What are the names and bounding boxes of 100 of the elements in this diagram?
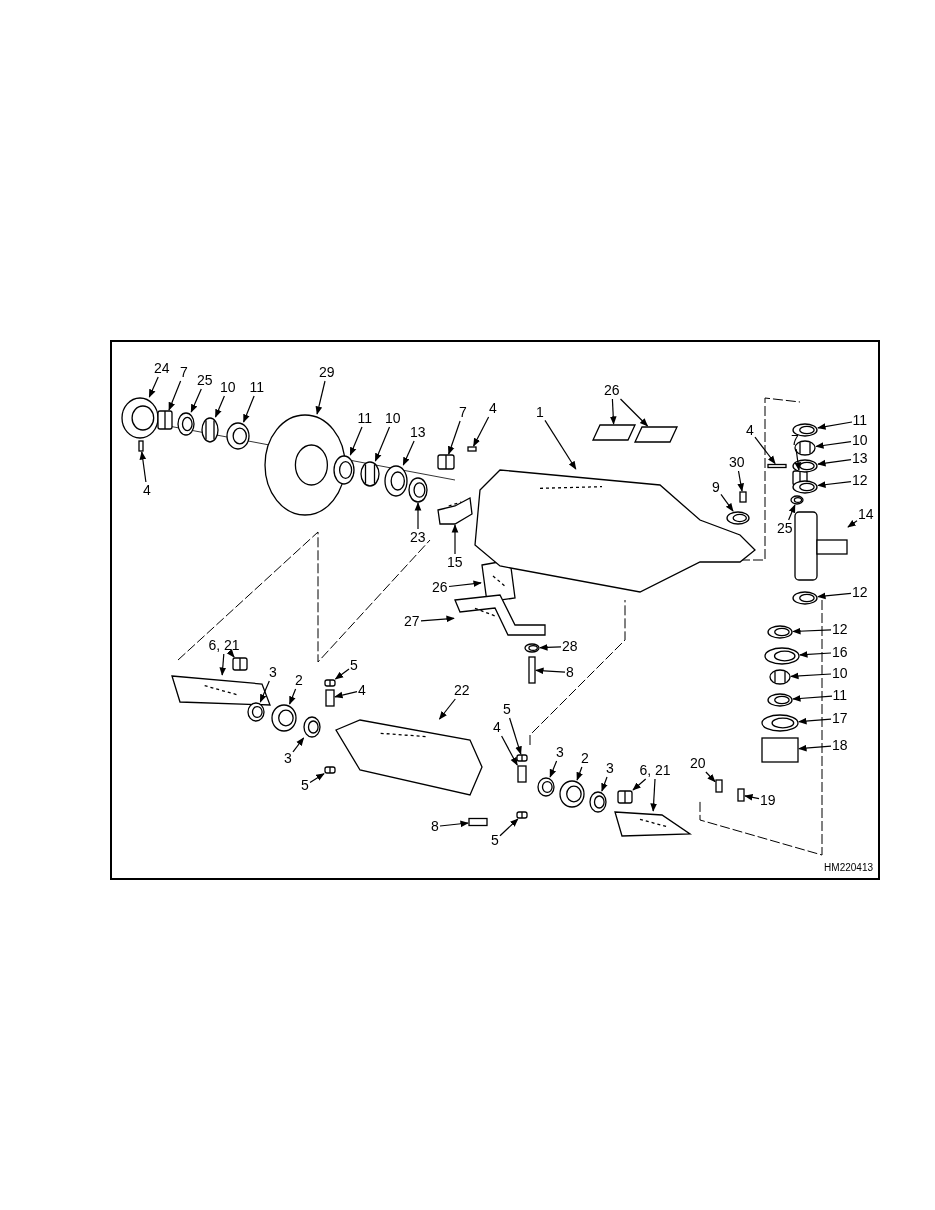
leader-line (817, 592, 852, 600)
bolt (528, 656, 536, 684)
leader-line (744, 794, 760, 801)
pin (325, 689, 335, 707)
callout-number: 26 (432, 579, 448, 595)
leader-line (817, 421, 853, 430)
castle-nut (157, 410, 173, 430)
leader-line (334, 668, 350, 680)
callout-number: 12 (852, 584, 868, 600)
callout-number: 5 (301, 777, 309, 793)
callout-number: 2 (295, 672, 303, 688)
bearing-cup (384, 465, 408, 497)
leader-line (792, 695, 833, 702)
callout-number: 30 (729, 454, 745, 470)
callout-number: 22 (454, 682, 470, 698)
leader-line (259, 680, 270, 703)
grease-fitting (739, 491, 747, 503)
callout-number: 11 (249, 379, 265, 395)
leader-line (798, 744, 832, 752)
callout-number: 23 (410, 529, 426, 545)
leader-line (788, 504, 796, 521)
hydraulic-cylinder (335, 719, 483, 796)
callout-number: 7 (459, 404, 467, 420)
callout-number: 13 (410, 424, 426, 440)
leader-line (817, 459, 852, 467)
callout-number: 19 (760, 792, 776, 808)
leader-line (705, 771, 716, 783)
washer (524, 643, 540, 653)
callout-number: 14 (858, 506, 874, 522)
leader-line (601, 776, 608, 792)
leader-line (509, 717, 522, 755)
leader-line (799, 651, 832, 658)
callout-number: 6, 21 (639, 762, 671, 778)
leader-line (243, 395, 255, 423)
leader-line (576, 766, 583, 781)
leader-line (402, 440, 415, 466)
leader-line (420, 615, 455, 623)
leader-line (754, 436, 776, 465)
leader-line (798, 717, 832, 725)
seal-ring (767, 625, 793, 639)
leader-line (847, 520, 858, 528)
cotter-pin (467, 446, 477, 452)
bearing-housing (761, 737, 799, 763)
leader-line (349, 426, 363, 456)
callout-number: 26 (604, 382, 620, 398)
callout-number: 27 (404, 613, 420, 629)
leader-line (817, 481, 852, 488)
leader-line (609, 398, 617, 425)
callout-number: 3 (556, 744, 564, 760)
callout-number: 6, 21 (208, 637, 240, 653)
cotter-pin (138, 440, 144, 452)
leader-line (309, 773, 325, 783)
retainer-plate (761, 714, 799, 732)
leader-line (219, 653, 227, 676)
leader-line (535, 667, 566, 675)
bearing-cup (333, 455, 355, 485)
callout-number: 11 (832, 687, 848, 703)
callout-number: 18 (832, 737, 848, 753)
callout-number: 10 (832, 665, 848, 681)
callout-number: 2 (581, 750, 589, 766)
callout-number: 5 (503, 701, 511, 717)
callout-number: 3 (284, 750, 292, 766)
leader-line (539, 644, 562, 651)
callout-number: 10 (385, 410, 401, 426)
grease-fitting (737, 788, 745, 802)
leader-line (374, 426, 391, 462)
bolt (715, 779, 723, 793)
leader-line (473, 416, 490, 447)
leader-line (790, 672, 832, 680)
callout-number: 3 (269, 664, 277, 680)
castle-nut (437, 454, 455, 470)
leader-line (315, 380, 326, 415)
leader-line (226, 649, 235, 658)
callout-number: 10 (852, 432, 868, 448)
clamp-ring (589, 791, 607, 813)
callout-number: 29 (319, 364, 335, 380)
clamp-ring (537, 777, 555, 797)
roller-bearing (769, 669, 791, 685)
callout-number: 4 (143, 482, 151, 498)
seal-ring (408, 477, 428, 503)
callout-number: 1 (536, 404, 544, 420)
leader-line (448, 580, 482, 588)
leader-line (414, 502, 422, 530)
rubber-block (633, 426, 679, 443)
leader-line (168, 380, 182, 411)
roller-bearing (201, 417, 219, 443)
leader-line (439, 820, 469, 828)
cotter-pin (767, 463, 787, 469)
callout-number: 4 (489, 400, 497, 416)
leader-line (451, 524, 459, 555)
clamp-ring (247, 702, 265, 722)
leader-line (815, 441, 852, 449)
leader-line (549, 760, 558, 778)
leader-line (720, 493, 734, 512)
callout-number: 11 (852, 412, 868, 428)
clamp-ring (303, 716, 321, 738)
callout-number: 25 (197, 372, 213, 388)
bearing-cup (792, 423, 818, 437)
callout-number: 15 (447, 554, 463, 570)
leader-line (544, 419, 577, 470)
